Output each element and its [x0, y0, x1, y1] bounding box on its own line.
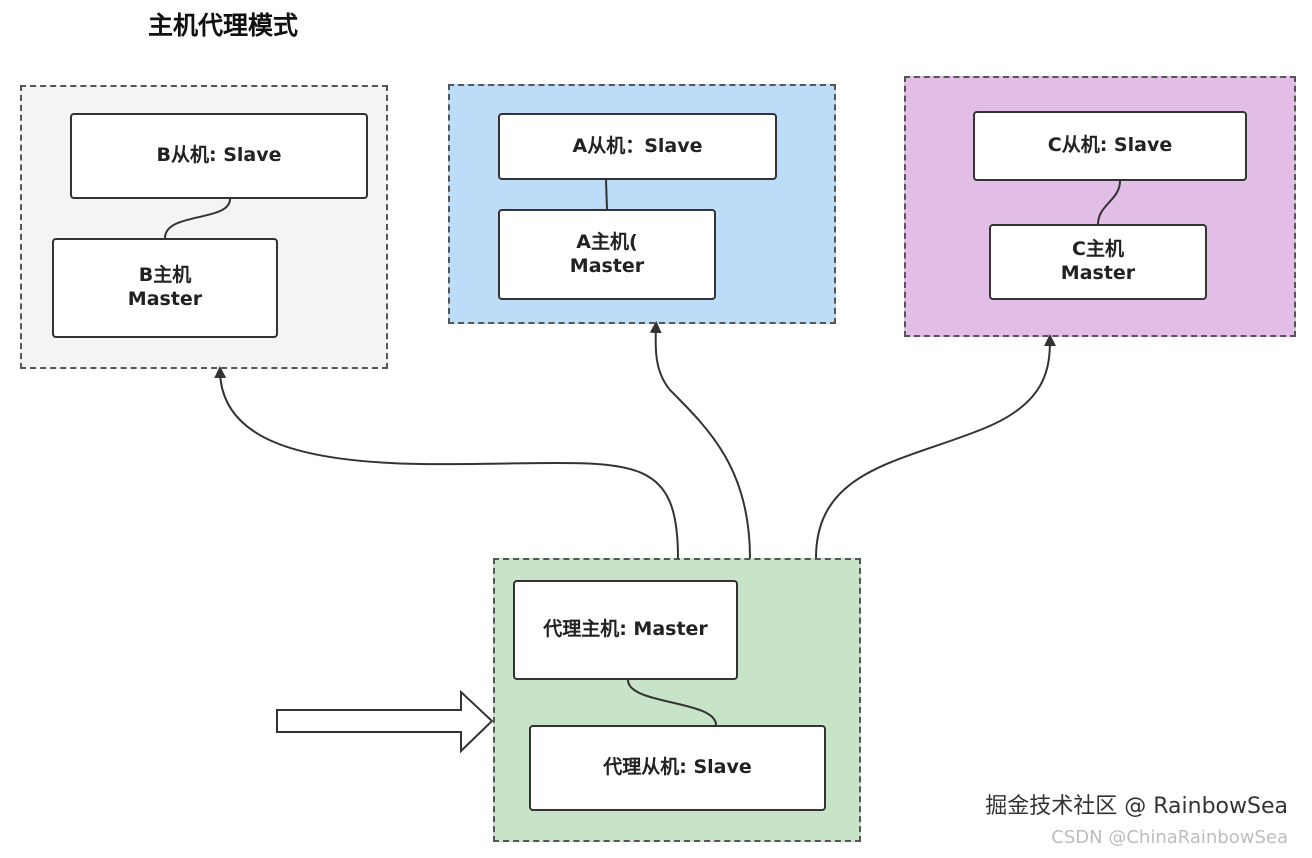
proxy-slave-node: 代理从机: Slave — [529, 725, 826, 811]
b-slave-node: B从机: Slave — [70, 113, 368, 199]
watermark-secondary: CSDN @ChinaRainbowSea — [1051, 827, 1288, 848]
c-master-label: C主机 — [1072, 238, 1124, 261]
a-master-label: A主机( — [576, 230, 638, 253]
arrow-to-group-a — [649, 321, 751, 559]
b-slave-label: B从机: Slave — [156, 144, 282, 167]
a-slave-node: A从机：Slave — [498, 113, 777, 180]
watermark-text: 掘金技术社区 @ RainbowSea — [985, 794, 1288, 819]
proxy-slave-label: 代理从机: Slave — [603, 756, 752, 779]
a-master-role: Master — [569, 254, 645, 277]
c-master-node: C主机 Master — [989, 224, 1207, 300]
b-master-role: Master — [127, 288, 203, 310]
a-master-node: A主机( Master — [498, 209, 716, 300]
entry-arrow-icon — [276, 689, 494, 754]
proxy-master-node: 代理主机: Master — [513, 580, 738, 680]
c-slave-node: C从机: Slave — [973, 111, 1247, 181]
diagram-title: 主机代理模式 — [148, 11, 299, 40]
b-master-node: B主机 Master — [52, 238, 278, 338]
arrow-to-group-b — [214, 366, 679, 559]
proxy-master-label: 代理主机: Master — [543, 618, 708, 641]
b-master-label: B主机 — [138, 264, 192, 287]
arrow-to-group-c — [815, 334, 1056, 559]
c-slave-label: C从机: Slave — [1047, 134, 1173, 157]
c-master-role: Master — [1060, 262, 1136, 284]
a-slave-label: A从机：Slave — [572, 134, 703, 157]
